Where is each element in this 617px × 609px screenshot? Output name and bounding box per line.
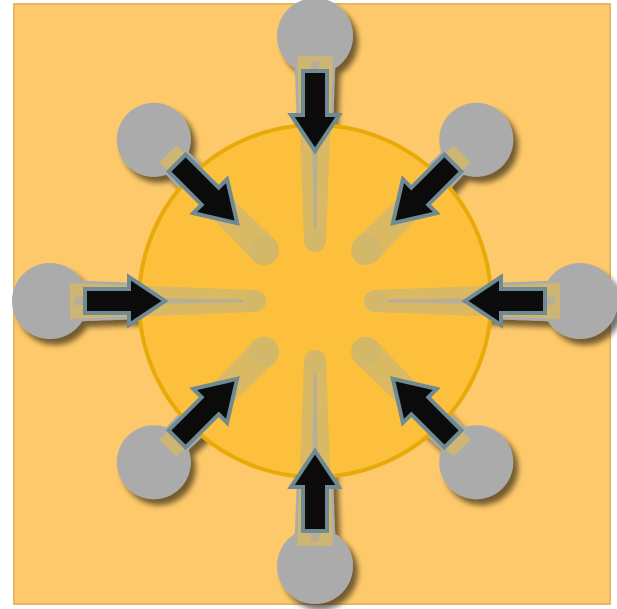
arrow-layer	[83, 69, 547, 533]
lobe-head	[277, 528, 353, 604]
channel-tip	[350, 336, 381, 367]
channel-tip	[364, 290, 386, 312]
lobe-head	[542, 263, 617, 339]
lobe-head	[277, 0, 353, 74]
channel-tip	[249, 235, 280, 266]
lobe-head	[12, 263, 88, 339]
arrow-west-icon	[83, 273, 169, 329]
arrow-north-east-icon	[390, 151, 465, 226]
arrow-north-icon	[287, 69, 343, 155]
channel-tip	[350, 235, 381, 266]
channel-tip	[249, 336, 280, 367]
channel-tip	[304, 230, 326, 252]
arrow-south-east-icon	[390, 376, 465, 451]
channel-tip	[304, 350, 326, 372]
arrow-south-west-icon	[165, 376, 240, 451]
arrow-south-icon	[287, 447, 343, 533]
channel-tip	[244, 290, 266, 312]
arrow-east-icon	[461, 273, 547, 329]
arrow-north-west-icon	[165, 151, 240, 226]
